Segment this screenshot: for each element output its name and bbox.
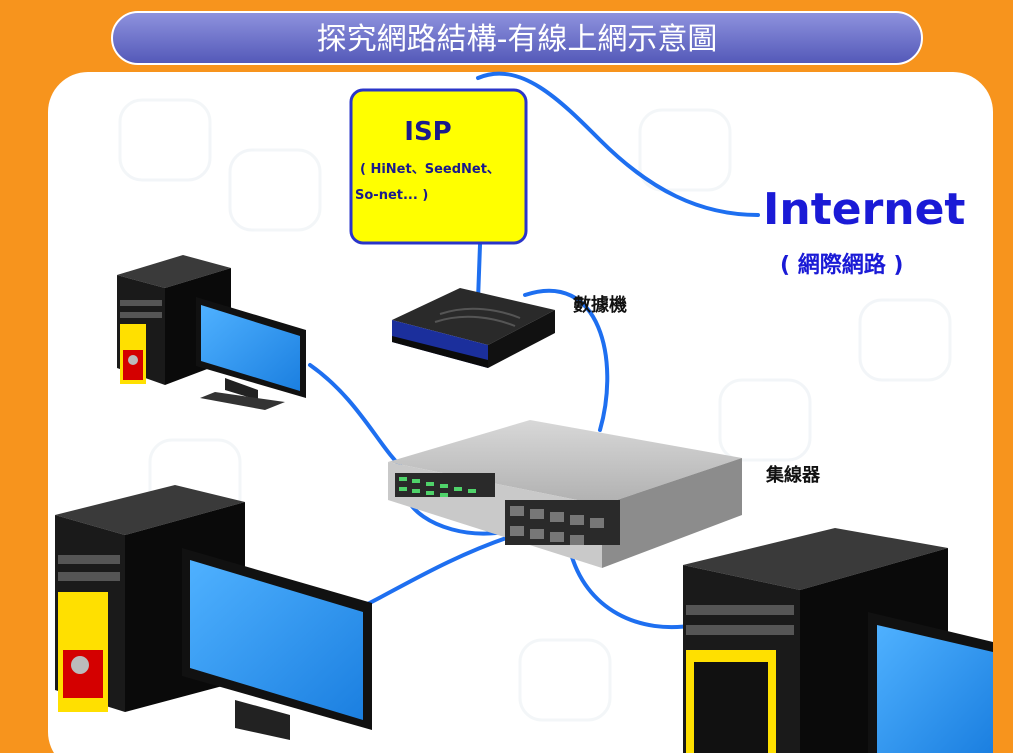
isp-label: ISP <box>404 117 451 147</box>
hub-label: 集線器 <box>765 464 821 486</box>
computer-icon <box>683 528 993 753</box>
internet-cable <box>476 71 760 217</box>
computer-icon <box>117 255 306 410</box>
modem-icon <box>392 288 555 368</box>
modem-label: 數據機 <box>573 294 627 316</box>
isp-modem-cable <box>476 243 482 302</box>
isp-box: ISP ( HiNet、SeedNet、 So-net... ) <box>349 88 528 245</box>
internet-label: Internet <box>763 184 965 235</box>
isp-providers-line2: So-net... ) <box>355 188 428 203</box>
internet-sublabel: ( 網際網路 ) <box>780 252 903 278</box>
modem-hub-cable <box>523 288 610 432</box>
title-bar <box>111 11 923 65</box>
network-hub-icon <box>388 420 742 568</box>
computer-icon <box>55 485 372 740</box>
pc3-hub-cable <box>568 548 697 630</box>
isp-providers-line1: ( HiNet、SeedNet、 <box>360 162 500 177</box>
page-title: 探究網路結構-有線上網示意圖 <box>317 22 718 57</box>
